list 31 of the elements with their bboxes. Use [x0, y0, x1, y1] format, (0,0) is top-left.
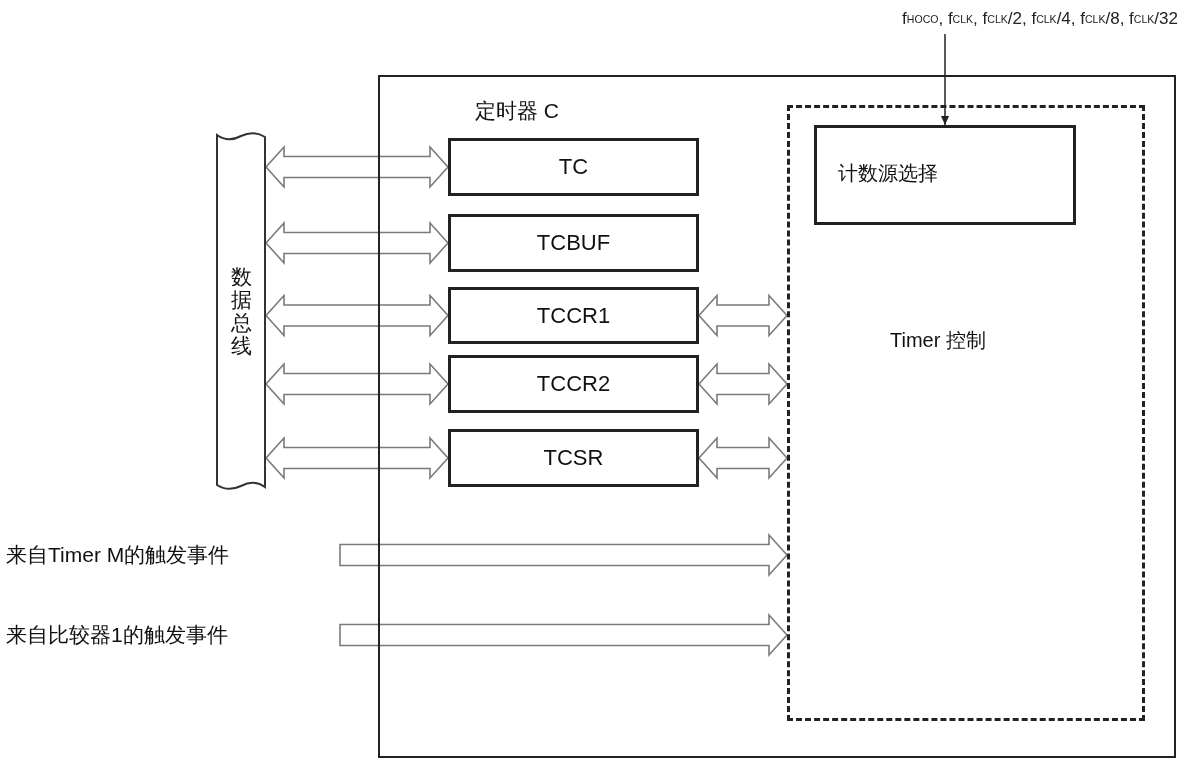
- block-arrow: [339, 612, 789, 658]
- arrow: [941, 33, 949, 126]
- data-bus-bar: [216, 131, 266, 491]
- count-source-box: [814, 125, 1076, 225]
- box-label: 计数源选择: [838, 161, 938, 186]
- double-block-arrow: [697, 435, 789, 481]
- register-box: [448, 429, 699, 487]
- block-arrow: [339, 532, 789, 578]
- register-label: TCCR2: [535, 371, 612, 397]
- double-block-arrow: [264, 220, 450, 266]
- register-label: TC: [557, 154, 590, 180]
- register-label: TCBUF: [535, 230, 612, 256]
- register-box: [448, 355, 699, 413]
- double-block-arrow: [264, 293, 450, 338]
- double-block-arrow: [697, 361, 789, 407]
- bus-label: 数据总线: [230, 264, 252, 358]
- register-label: TCSR: [542, 445, 605, 471]
- trigger-source-label: 来自比较器1的触发事件: [6, 616, 340, 654]
- double-block-arrow: [264, 435, 450, 481]
- double-block-arrow: [264, 361, 450, 407]
- register-box: [448, 287, 699, 344]
- timer-block: [378, 75, 1176, 758]
- region-label: Timer 控制: [890, 328, 986, 353]
- double-block-arrow: [264, 144, 450, 190]
- register-box: [448, 138, 699, 196]
- control-region: [787, 105, 1145, 721]
- register-box: [448, 214, 699, 272]
- register-label: TCCR1: [535, 302, 612, 329]
- double-block-arrow: [697, 293, 789, 338]
- block-title: 定时器 C: [475, 98, 559, 124]
- trigger-source-label: 来自Timer M的触发事件: [6, 536, 340, 574]
